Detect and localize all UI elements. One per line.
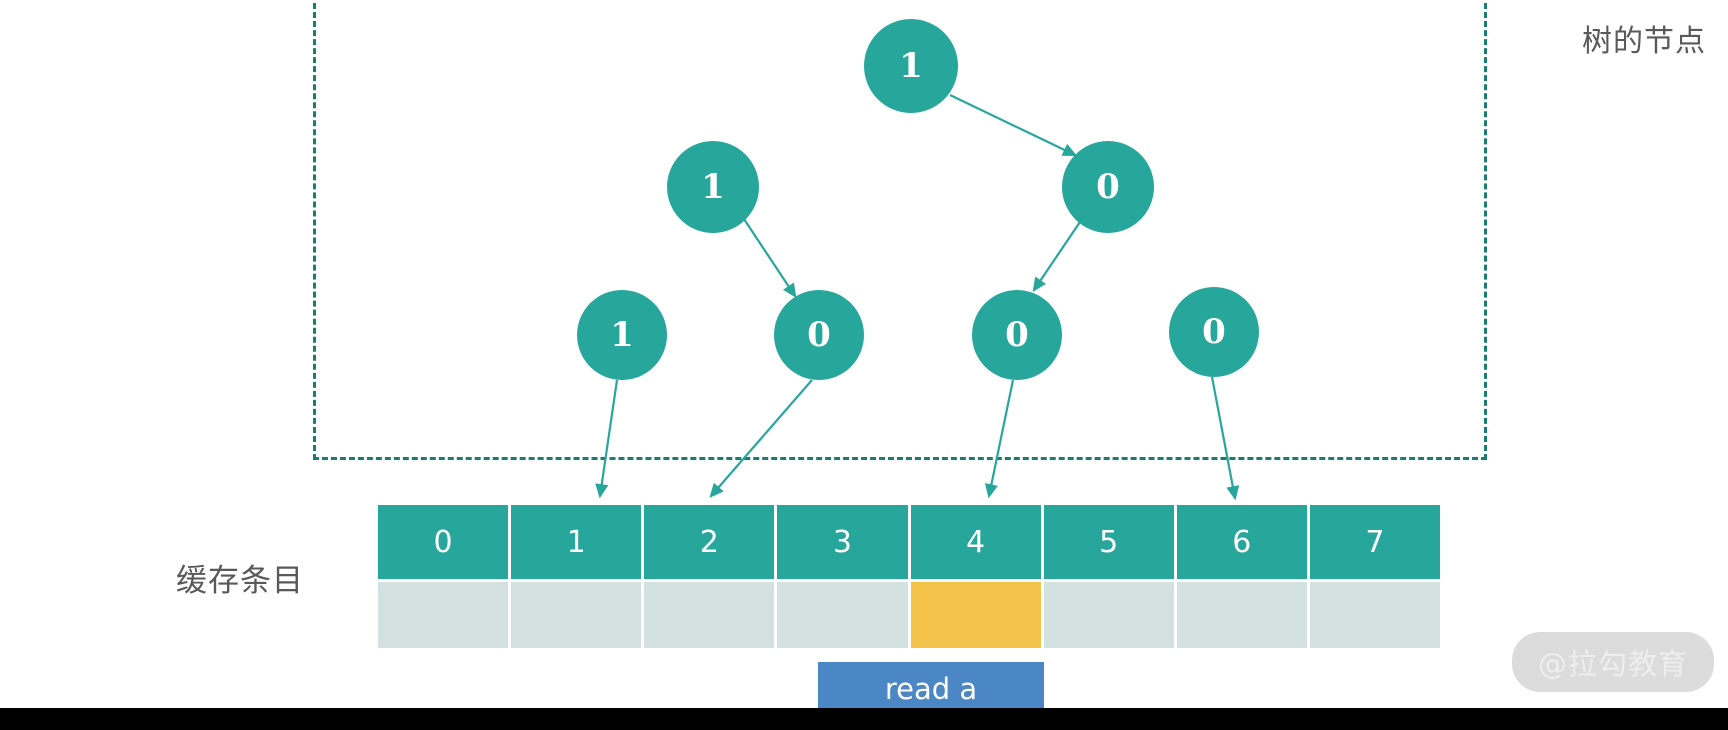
read-operation-label: read a bbox=[884, 672, 978, 706]
cache-index-label: 6 bbox=[1232, 524, 1252, 560]
tree-node-l1a[interactable]: 1 bbox=[667, 141, 759, 233]
cache-index-label: 5 bbox=[1099, 524, 1119, 560]
cache-entries-label: 缓存条目 bbox=[176, 563, 304, 599]
cache-index-cell-1[interactable]: 1 bbox=[511, 505, 642, 579]
cache-index-row: 0 1 2 3 4 5 6 7 bbox=[378, 505, 1440, 579]
cache-value-row bbox=[378, 582, 1440, 648]
cache-index-label: 1 bbox=[566, 524, 586, 560]
cache-index-cell-7[interactable]: 7 bbox=[1309, 505, 1440, 579]
cache-index-cell-2[interactable]: 2 bbox=[644, 505, 775, 579]
tree-region-box bbox=[313, 0, 1487, 460]
cache-index-label: 0 bbox=[433, 524, 453, 560]
tree-node-label: 0 bbox=[807, 315, 831, 355]
tree-node-l2b[interactable]: 0 bbox=[774, 290, 864, 380]
tree-region-label: 树的节点 bbox=[1582, 24, 1706, 59]
cache-value-cell-0[interactable] bbox=[378, 582, 509, 648]
cache-index-cell-6[interactable]: 6 bbox=[1176, 505, 1307, 579]
tree-node-label: 1 bbox=[610, 315, 634, 355]
read-operation-box[interactable]: read a bbox=[818, 662, 1044, 716]
cache-index-label: 7 bbox=[1365, 524, 1385, 560]
cache-value-cell-6[interactable] bbox=[1176, 582, 1307, 648]
cache-value-cell-5[interactable] bbox=[1043, 582, 1174, 648]
tree-node-l1b[interactable]: 0 bbox=[1062, 141, 1154, 233]
tree-node-label: 0 bbox=[1096, 167, 1120, 207]
tree-node-l2a[interactable]: 1 bbox=[577, 290, 667, 380]
cache-value-cell-7[interactable] bbox=[1309, 582, 1440, 648]
tree-node-l2c[interactable]: 0 bbox=[972, 290, 1062, 380]
tree-node-label: 1 bbox=[701, 167, 725, 207]
cache-index-label: 3 bbox=[832, 524, 852, 560]
cache-table: 0 1 2 3 4 5 6 7 bbox=[378, 505, 1440, 648]
cache-value-cell-4[interactable] bbox=[910, 582, 1041, 648]
cache-index-label: 4 bbox=[966, 524, 986, 560]
cache-index-cell-3[interactable]: 3 bbox=[777, 505, 908, 579]
tree-node-root[interactable]: 1 bbox=[864, 19, 958, 113]
cache-index-cell-0[interactable]: 0 bbox=[378, 505, 509, 579]
cache-index-cell-4[interactable]: 4 bbox=[910, 505, 1041, 579]
tree-node-label: 0 bbox=[1005, 315, 1029, 355]
cache-value-cell-2[interactable] bbox=[644, 582, 775, 648]
cache-index-label: 2 bbox=[699, 524, 719, 560]
watermark-badge: @拉勾教育 bbox=[1511, 632, 1714, 692]
cache-value-cell-1[interactable] bbox=[511, 582, 642, 648]
cache-value-cell-3[interactable] bbox=[777, 582, 908, 648]
tree-node-label: 0 bbox=[1202, 312, 1226, 352]
cache-index-cell-5[interactable]: 5 bbox=[1043, 505, 1174, 579]
tree-node-label: 1 bbox=[899, 46, 923, 86]
tree-node-l2d[interactable]: 0 bbox=[1169, 287, 1259, 377]
bottom-bar bbox=[0, 708, 1728, 730]
